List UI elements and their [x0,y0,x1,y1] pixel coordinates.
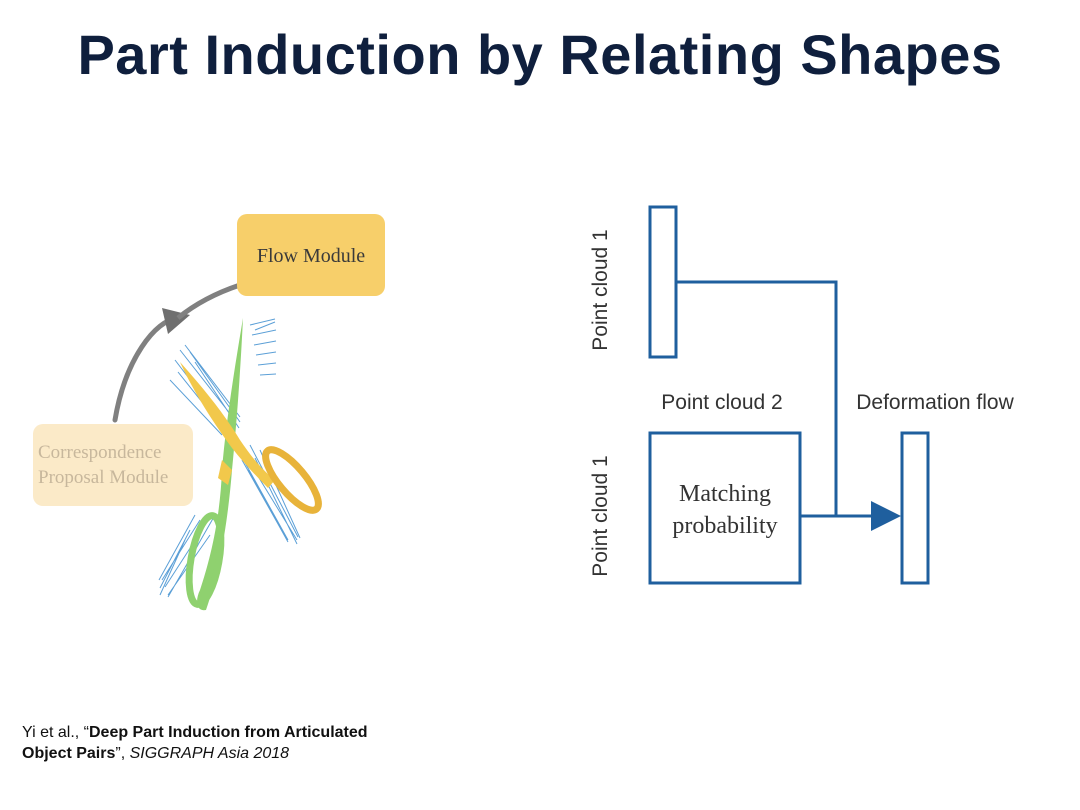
module-flow-arrow-upper [176,282,241,320]
correspondence-label-line1: Correspondence [38,442,161,463]
citation-authors: Yi et al., “ [22,724,89,741]
scissors-part-yellow [180,362,275,488]
flow-module-box [237,214,385,296]
point-cloud-2-label: Point cloud 2 [661,391,782,414]
connector-line [676,280,838,516]
citation-title-line1: Deep Part Induction from Articulated [88,724,368,741]
correspondence-label-line2: Proposal Module [38,467,168,488]
point-cloud-1-bar [648,205,678,359]
right-diagram-labels: Point cloud 1 Point cloud 1 Point cloud … [589,229,1015,576]
left-figure: Flow Module Correspondence Proposal Modu… [33,214,385,611]
scissors-illustration [158,318,322,611]
correspondence-module-box [33,424,193,506]
point-cloud-1-side-label: Point cloud 1 [589,455,612,576]
matching-label-line1: Matching [679,481,771,507]
right-diagram [648,205,930,585]
citation-separator: ”, [115,745,130,762]
deformation-flow-label: Deformation flow [856,391,1014,414]
matching-probability-box [648,431,802,585]
deformation-flow-bar [900,431,930,585]
slide-title: Part Induction by Relating Shapes [77,23,1003,86]
flow-module-label: Flow Module [257,245,365,267]
scissors-part-green [197,318,243,611]
matching-label-line2: probability [672,513,777,539]
scissors-green-handle [185,512,225,608]
citation-title-line2: Object Pairs [22,745,116,762]
point-cloud-1-top-label: Point cloud 1 [589,229,612,350]
citation-venue: SIGGRAPH Asia 2018 [129,745,290,762]
citation: Yi et al., “Deep Part Induction from Art… [22,722,368,764]
scissors-yellow-handle [262,446,322,514]
